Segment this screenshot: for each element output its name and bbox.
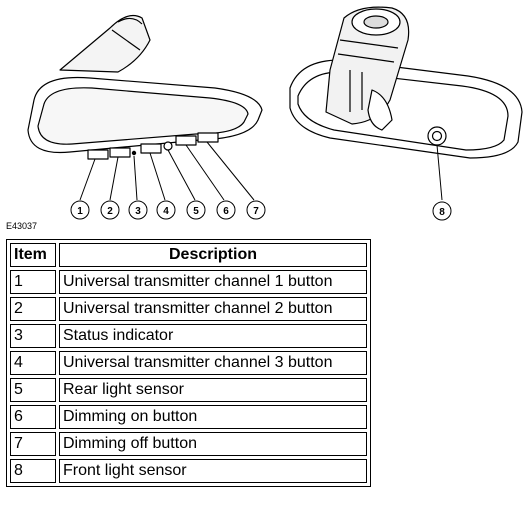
cell-item: 8 bbox=[10, 459, 56, 483]
cell-item: 3 bbox=[10, 324, 56, 348]
cell-item: 7 bbox=[10, 432, 56, 456]
callout-5-label: 5 bbox=[193, 206, 199, 217]
cell-description: Universal transmitter channel 1 button bbox=[59, 270, 367, 294]
button-dimming-off bbox=[197, 132, 219, 143]
button-channel-1 bbox=[87, 149, 109, 160]
callout-4 bbox=[156, 200, 176, 220]
callout-7 bbox=[246, 200, 266, 220]
table-row: 8 Front light sensor bbox=[10, 459, 367, 483]
table-row: 4 Universal transmitter channel 3 button bbox=[10, 351, 367, 375]
cell-item: 4 bbox=[10, 351, 56, 375]
mirror-illustration: 1 2 3 4 5 6 7 8 bbox=[27, 6, 523, 221]
callout-5 bbox=[186, 200, 206, 220]
callout-6 bbox=[216, 200, 236, 220]
callout-3 bbox=[128, 200, 148, 220]
table-row: 1 Universal transmitter channel 1 button bbox=[10, 270, 367, 294]
cell-description: Rear light sensor bbox=[59, 378, 367, 402]
callout-1-label: 1 bbox=[77, 206, 83, 217]
status-indicator-dot bbox=[131, 150, 137, 156]
callout-7-label: 7 bbox=[253, 206, 259, 217]
table-row: 6 Dimming on button bbox=[10, 405, 367, 429]
cell-item: 2 bbox=[10, 297, 56, 321]
callout-3-label: 3 bbox=[135, 206, 141, 217]
button-channel-3 bbox=[140, 143, 162, 154]
mirror-rear-view bbox=[289, 6, 523, 201]
button-dimming-on bbox=[175, 135, 197, 146]
rear-light-sensor bbox=[163, 141, 173, 151]
cell-description: Dimming off button bbox=[59, 432, 367, 456]
table-row: 3 Status indicator bbox=[10, 324, 367, 348]
table-header-row: Item Description bbox=[10, 243, 367, 267]
cell-description: Front light sensor bbox=[59, 459, 367, 483]
callout-4-label: 4 bbox=[163, 206, 169, 217]
callout-8 bbox=[432, 201, 452, 221]
table-row: 7 Dimming off button bbox=[10, 432, 367, 456]
callout-2 bbox=[100, 200, 120, 220]
cell-item: 1 bbox=[10, 270, 56, 294]
cell-item: 5 bbox=[10, 378, 56, 402]
cell-description: Universal transmitter channel 2 button bbox=[59, 297, 367, 321]
cell-description: Status indicator bbox=[59, 324, 367, 348]
figure-id: E43037 bbox=[6, 221, 38, 231]
cell-item: 6 bbox=[10, 405, 56, 429]
callout-2-label: 2 bbox=[107, 206, 113, 217]
header-item: Item bbox=[10, 243, 56, 267]
cell-description: Dimming on button bbox=[59, 405, 367, 429]
callout-8-label: 8 bbox=[439, 207, 445, 218]
parts-table: Item Description 1 Universal transmitter… bbox=[6, 239, 371, 487]
callout-6-label: 6 bbox=[223, 206, 229, 217]
mirror-front-view bbox=[27, 15, 263, 201]
table-row: 2 Universal transmitter channel 2 button bbox=[10, 297, 367, 321]
cell-description: Universal transmitter channel 3 button bbox=[59, 351, 367, 375]
button-channel-2 bbox=[109, 147, 131, 158]
table-row: 5 Rear light sensor bbox=[10, 378, 367, 402]
callout-1 bbox=[70, 200, 90, 220]
header-description: Description bbox=[59, 243, 367, 267]
